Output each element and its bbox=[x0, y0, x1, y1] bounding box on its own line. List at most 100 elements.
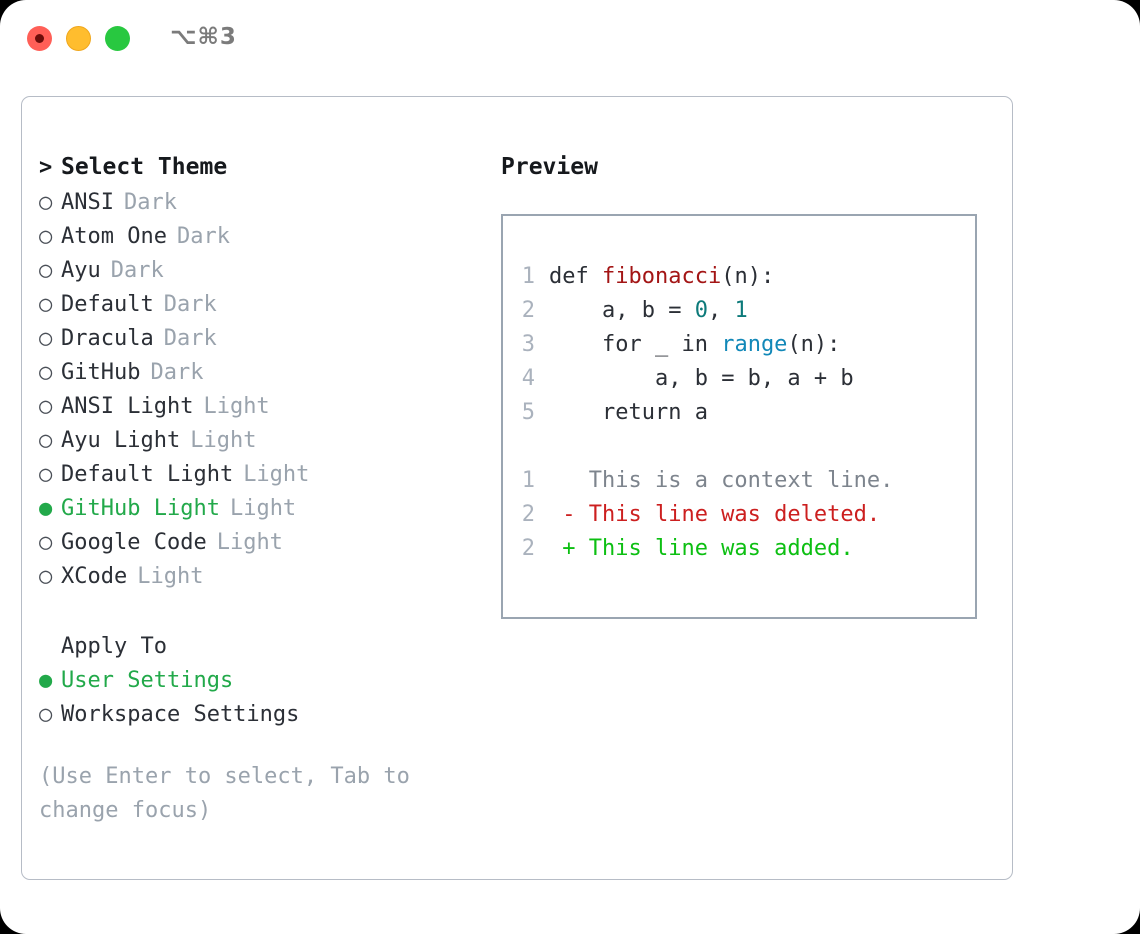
line-number: 1 bbox=[521, 468, 535, 493]
theme-variant-badge: Light bbox=[243, 462, 310, 487]
radio-unselected-icon[interactable]: ○ bbox=[39, 530, 53, 555]
code-token-plain: for _ in bbox=[601, 332, 722, 357]
code-line-content: for _ in range(n): bbox=[549, 328, 840, 362]
line-number: 2 bbox=[521, 502, 535, 527]
theme-option-label: XCode bbox=[61, 564, 128, 589]
diff-line-add: 2 + This line was added. bbox=[503, 532, 975, 566]
theme-variant-badge: Dark bbox=[110, 258, 164, 283]
code-token-plain: , bbox=[707, 298, 735, 323]
code-line-content: return a bbox=[549, 396, 708, 430]
apply-header-marker-placeholder: ○ bbox=[39, 630, 61, 664]
theme-option-github[interactable]: ○ GitHub Dark bbox=[39, 356, 479, 390]
apply-to-list: ● User Settings ○ Workspace Settings bbox=[39, 664, 479, 732]
code-line-content: a, b = b, a + b bbox=[549, 362, 854, 396]
apply-to-header: ○Apply To bbox=[39, 630, 479, 664]
radio-unselected-icon[interactable]: ○ bbox=[39, 258, 53, 283]
shortcut-label: ⌥⌘3 bbox=[170, 24, 237, 50]
theme-option-label: Ayu Light bbox=[61, 428, 181, 453]
theme-variant-badge: Dark bbox=[163, 292, 217, 317]
theme-variant-badge: Dark bbox=[150, 360, 204, 385]
line-number: 3 bbox=[521, 332, 535, 357]
theme-variant-badge: Dark bbox=[163, 326, 217, 351]
select-theme-header-label: Select Theme bbox=[61, 154, 228, 180]
theme-option-github-light[interactable]: ● GitHub Light Light bbox=[39, 492, 479, 526]
theme-variant-badge: Light bbox=[190, 428, 257, 453]
radio-unselected-icon[interactable]: ○ bbox=[39, 224, 53, 249]
apply-option-label: User Settings bbox=[61, 668, 234, 693]
theme-option-xcode[interactable]: ○ XCode Light bbox=[39, 560, 479, 594]
code-line: 2 a, b = 0, 1 bbox=[503, 294, 975, 328]
radio-unselected-icon[interactable]: ○ bbox=[39, 394, 53, 419]
theme-option-label: Default Light bbox=[61, 462, 234, 487]
code-diff-spacer bbox=[503, 430, 975, 464]
radio-selected-icon[interactable]: ● bbox=[39, 496, 53, 521]
code-token-plain: (n): bbox=[721, 264, 775, 289]
code-line: 1 def fibonacci(n): bbox=[503, 260, 975, 294]
radio-unselected-icon[interactable]: ○ bbox=[39, 326, 53, 351]
theme-option-label: Default bbox=[61, 292, 154, 317]
theme-option-default-light[interactable]: ○ Default Light Light bbox=[39, 458, 479, 492]
theme-option-ayu-light[interactable]: ○ Ayu Light Light bbox=[39, 424, 479, 458]
radio-unselected-icon[interactable]: ○ bbox=[39, 360, 53, 385]
theme-option-atom-one[interactable]: ○ Atom One Dark bbox=[39, 220, 479, 254]
theme-option-label: GitHub Light bbox=[61, 496, 220, 521]
radio-unselected-icon[interactable]: ○ bbox=[39, 462, 53, 487]
theme-option-ansi-light[interactable]: ○ ANSI Light Light bbox=[39, 390, 479, 424]
diff-sample: 1 This is a context line. 2 - This line w… bbox=[503, 464, 975, 566]
theme-option-label: Atom One bbox=[61, 224, 167, 249]
maximize-button[interactable] bbox=[105, 26, 130, 51]
code-line-content: def fibonacci(n): bbox=[549, 260, 774, 294]
radio-unselected-icon[interactable]: ○ bbox=[39, 428, 53, 453]
code-token-num: 1 bbox=[734, 298, 748, 323]
minimize-button[interactable] bbox=[66, 26, 91, 51]
code-token-plain: a, b = b, a + b bbox=[654, 366, 854, 391]
line-number: 5 bbox=[521, 400, 535, 425]
diff-line-content: - This line was deleted. bbox=[549, 502, 881, 527]
line-number: 1 bbox=[521, 264, 535, 289]
theme-variant-badge: Light bbox=[203, 394, 270, 419]
theme-option-default[interactable]: ○ Default Dark bbox=[39, 288, 479, 322]
apply-option-user-settings[interactable]: ● User Settings bbox=[39, 664, 479, 698]
apply-to-header-label: Apply To bbox=[61, 634, 167, 659]
radio-unselected-icon[interactable]: ○ bbox=[39, 564, 53, 589]
diff-line-content: This is a context line. bbox=[549, 468, 894, 493]
traffic-lights bbox=[27, 26, 130, 51]
line-number: 2 bbox=[521, 298, 535, 323]
theme-option-label: Google Code bbox=[61, 530, 207, 555]
code-line: 4 a, b = b, a + b bbox=[503, 362, 975, 396]
prompt-caret-icon: > bbox=[39, 155, 53, 180]
code-line: 3 for _ in range(n): bbox=[503, 328, 975, 362]
apply-option-workspace-settings[interactable]: ○ Workspace Settings bbox=[39, 698, 479, 732]
code-token-plain: (n): bbox=[787, 332, 841, 357]
theme-variant-badge: Light bbox=[229, 496, 297, 521]
radio-unselected-icon[interactable]: ○ bbox=[39, 190, 53, 215]
code-line: 5 return a bbox=[503, 396, 975, 430]
radio-unselected-icon[interactable]: ○ bbox=[39, 702, 53, 727]
close-button[interactable] bbox=[27, 26, 52, 51]
theme-option-label: GitHub bbox=[61, 360, 141, 385]
diff-line-content: + This line was added. bbox=[549, 536, 854, 561]
theme-variant-badge: Dark bbox=[176, 224, 230, 249]
apply-option-label: Workspace Settings bbox=[61, 702, 300, 727]
code-token-func: fibonacci bbox=[601, 264, 722, 289]
keyboard-hint: (Use Enter to select, Tab to change focu… bbox=[39, 764, 410, 823]
theme-option-label: ANSI Light bbox=[61, 394, 194, 419]
theme-option-label: ANSI bbox=[61, 190, 114, 215]
radio-selected-icon[interactable]: ● bbox=[39, 668, 53, 693]
theme-variant-badge: Light bbox=[137, 564, 204, 589]
radio-unselected-icon[interactable]: ○ bbox=[39, 292, 53, 317]
title-bar: ⌥⌘3 bbox=[0, 0, 1140, 76]
code-token-num: 0 bbox=[694, 298, 708, 323]
select-theme-header: > Select Theme bbox=[39, 149, 479, 186]
code-line-content: a, b = 0, 1 bbox=[549, 294, 748, 328]
